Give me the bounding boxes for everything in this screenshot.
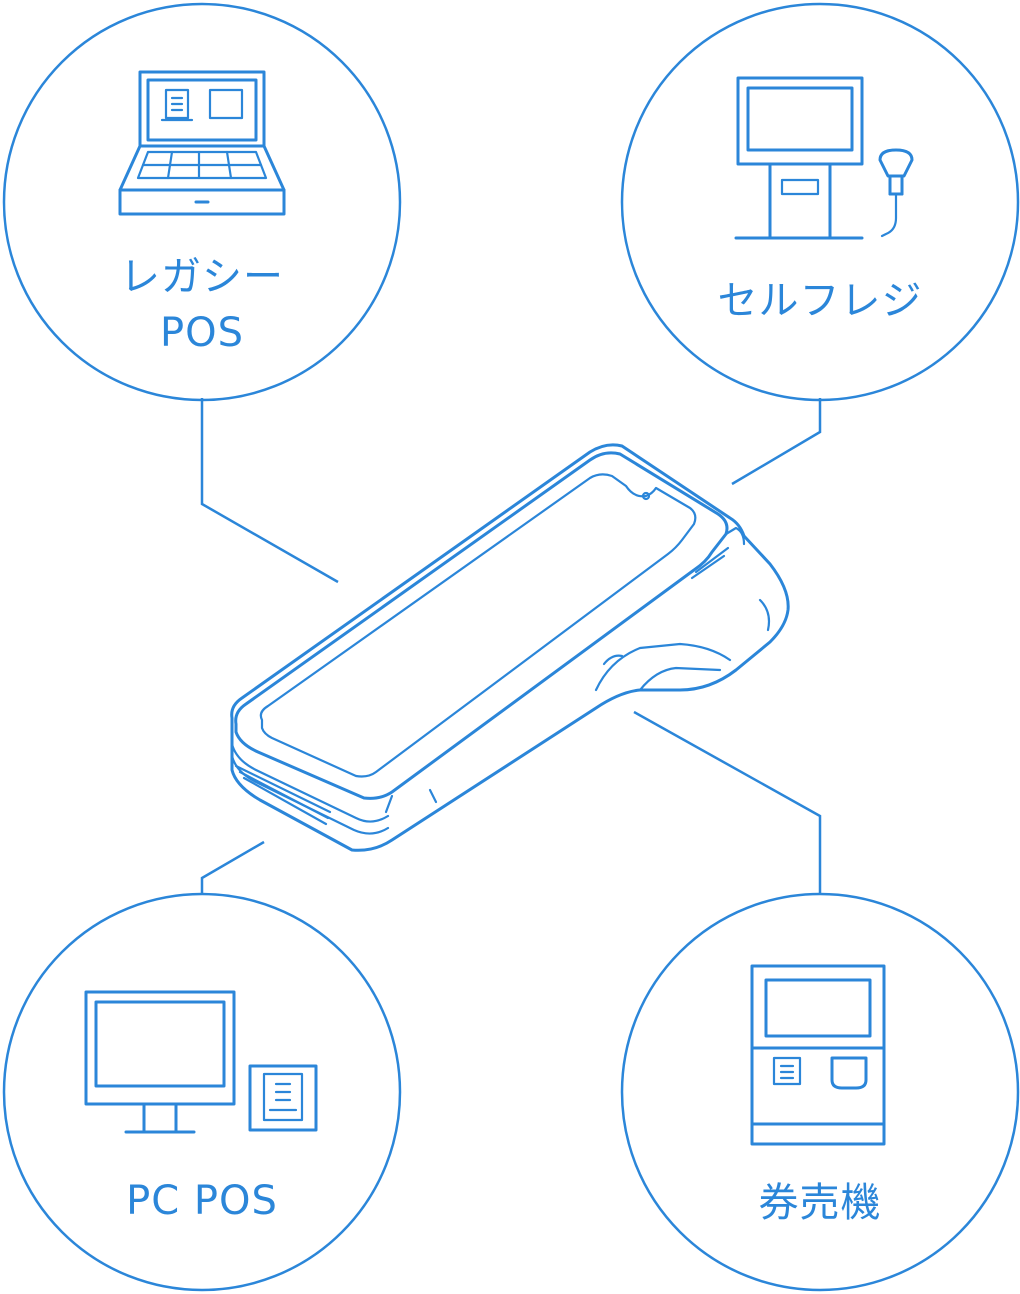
ticket-machine-label: 券売機: [759, 1180, 882, 1226]
ticket-machine-circle: [620, 892, 1020, 1292]
connector-self-checkout: [731, 398, 822, 486]
self-checkout-kiosk-icon: [734, 76, 914, 240]
pc-pos-label: PC POS: [126, 1178, 278, 1224]
ticket-vending-machine-icon: [750, 964, 886, 1146]
desktop-pc-printer-icon: [84, 990, 318, 1134]
pc-pos-circle: [2, 892, 402, 1292]
legacy-pos-label-line2: POS: [160, 310, 244, 356]
connector-pc-pos: [200, 840, 265, 895]
self-checkout-circle: [620, 2, 1020, 402]
legacy-pos-circle: [2, 2, 402, 402]
cash-register-icon: [118, 70, 286, 216]
connector-legacy-pos: [200, 398, 339, 584]
legacy-pos-label-line1: レガシー: [120, 254, 284, 300]
connectors: [200, 398, 822, 895]
self-checkout-label: セルフレジ: [718, 278, 923, 324]
payment-terminal-icon: [230, 443, 790, 852]
connector-ticket-machine: [633, 710, 822, 895]
